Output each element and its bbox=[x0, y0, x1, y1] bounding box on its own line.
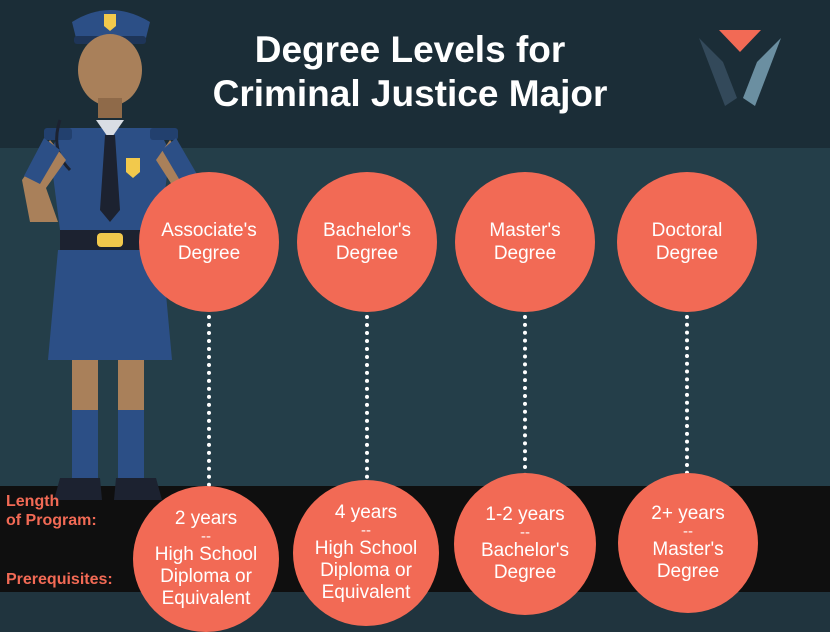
doctoral-degree-circle: Doctoral Degree bbox=[617, 172, 757, 312]
page-title: Degree Levels for Criminal Justice Major bbox=[150, 28, 670, 116]
separator: -- bbox=[520, 524, 530, 541]
separator: -- bbox=[201, 528, 211, 545]
connector-line bbox=[685, 315, 689, 475]
prerequisite-line-2: Diploma or bbox=[160, 566, 252, 587]
brand-logo-icon bbox=[699, 30, 781, 106]
connector-line bbox=[523, 315, 527, 485]
police-officer-illustration bbox=[22, 10, 200, 500]
title-line-2: Criminal Justice Major bbox=[212, 73, 608, 114]
degree-name-line-1: Associate's bbox=[161, 220, 257, 241]
prerequisite-line-2: Degree bbox=[656, 561, 720, 582]
connector-line bbox=[207, 315, 211, 495]
prerequisites-label: Prerequisites: bbox=[6, 571, 113, 588]
degree-name-line-1: Doctoral bbox=[651, 220, 723, 241]
associate-degree-circle: Associate's Degree bbox=[139, 172, 279, 312]
separator: -- bbox=[361, 522, 371, 539]
program-length: 2 years bbox=[174, 508, 238, 529]
prerequisite-line-1: Master's bbox=[652, 539, 724, 560]
degree-name-line-2: Degree bbox=[493, 243, 557, 264]
degree-name-line-1: Bachelor's bbox=[322, 220, 412, 241]
master-details-circle: 1-2 years -- Bachelor's Degree bbox=[454, 473, 596, 615]
prerequisite-line-1: Bachelor's bbox=[480, 540, 570, 561]
connector-line bbox=[365, 315, 369, 495]
bachelor-details-circle: 4 years -- High School Diploma or Equiva… bbox=[293, 480, 439, 626]
degree-name-line-1: Master's bbox=[489, 220, 561, 241]
bachelor-degree-circle: Bachelor's Degree bbox=[297, 172, 437, 312]
title-line-1: Degree Levels for bbox=[254, 29, 566, 70]
program-length: 1-2 years bbox=[485, 504, 565, 525]
doctoral-details-circle: 2+ years -- Master's Degree bbox=[618, 473, 758, 613]
prerequisite-line-1: High School bbox=[314, 538, 418, 559]
program-length: 4 years bbox=[334, 502, 398, 523]
prerequisite-line-3: Equivalent bbox=[161, 588, 251, 609]
prerequisite-line-2: Degree bbox=[493, 562, 557, 583]
master-degree-circle: Master's Degree bbox=[455, 172, 595, 312]
degree-name-line-2: Degree bbox=[335, 243, 399, 264]
separator: -- bbox=[683, 523, 693, 540]
prerequisite-line-1: High School bbox=[154, 544, 258, 565]
degree-name-line-2: Degree bbox=[177, 243, 241, 264]
prerequisite-line-3: Equivalent bbox=[321, 582, 411, 603]
prerequisite-line-2: Diploma or bbox=[320, 560, 412, 581]
degree-name-line-2: Degree bbox=[655, 243, 719, 264]
associate-details-circle: 2 years -- High School Diploma or Equiva… bbox=[133, 486, 279, 632]
length-label: Length of Program: bbox=[6, 493, 97, 529]
program-length: 2+ years bbox=[651, 503, 725, 524]
